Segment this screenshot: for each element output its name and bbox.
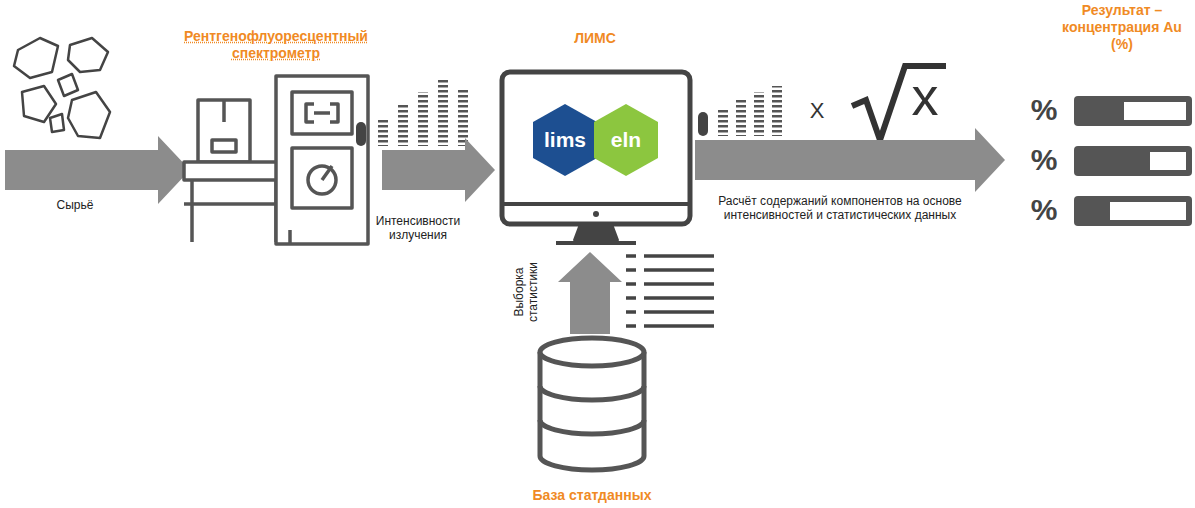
node-title: Рентгенофлуоресцентный спектрометр [170,28,382,62]
rocks-icon [14,38,110,138]
logo-text: eln [598,127,654,152]
percent-icon: % [1024,192,1064,228]
list-icon [626,256,714,326]
lims-eln-logo [533,104,658,176]
node-title: База статданных [510,487,674,504]
node-title: Результат – концентрация Au (%) [1053,2,1191,53]
node-title: ЛИМС [495,30,695,47]
sqrt-argument: x [902,68,948,124]
database-node: База статданных [530,334,654,504]
database-icon [540,338,644,470]
spectrometer-icon [184,76,368,244]
percent-icon: % [1024,142,1064,178]
monitor-icon [502,72,690,243]
flow-label: Сырьё [35,198,115,212]
edge-label: Выборка статистики [512,255,540,329]
lims-node: ЛИМС [495,30,695,252]
input-arrow [5,136,190,204]
spectrometer-node: Рентгенофлуоресцентный спектрометр [170,28,382,250]
intensity-bars-icon [356,80,468,146]
multiply-sign: X [804,98,830,124]
flow-arrow [558,252,622,334]
percent-icon: % [1024,92,1064,128]
flow-arrow [382,138,495,202]
logo-text: lims [535,127,595,152]
result-bars [1074,96,1192,226]
flow-arrow [695,128,1005,192]
edge-label: Расчёт содержаний компонентов на основе … [695,194,985,222]
edge-label: Интенсивности излучения [358,214,478,242]
intensity-bars-icon [698,86,782,136]
